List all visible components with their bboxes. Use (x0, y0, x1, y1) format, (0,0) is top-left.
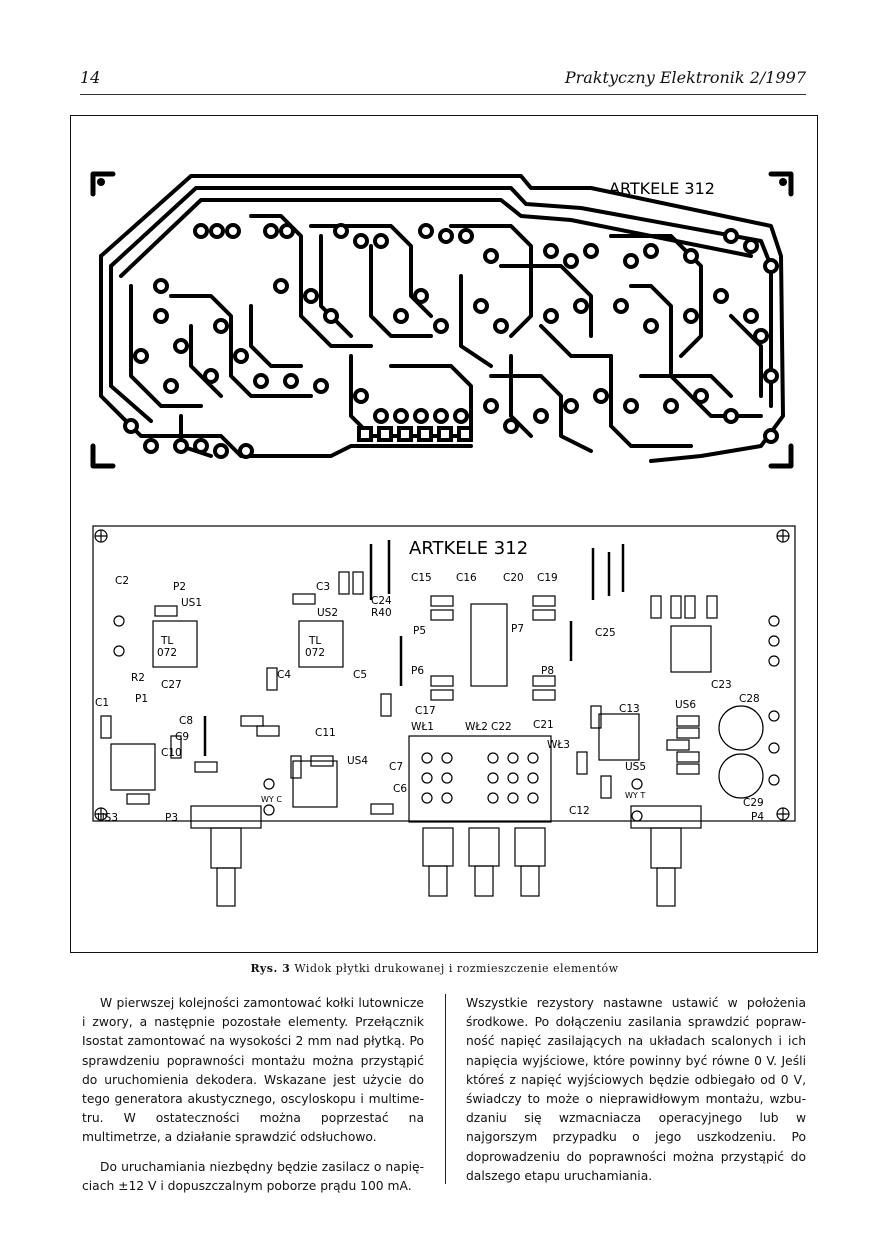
svg-text:P1: P1 (135, 693, 148, 705)
svg-text:C1: C1 (95, 697, 109, 709)
svg-text:C23: C23 (711, 679, 732, 691)
svg-text:C16: C16 (456, 572, 477, 584)
column-divider (445, 994, 446, 1184)
left-paragraph-2: Do uruchamiania niezbędny będzie zasilac… (82, 1159, 424, 1193)
svg-text:C3: C3 (316, 581, 330, 593)
svg-text:US4: US4 (347, 755, 368, 767)
svg-text:072: 072 (157, 647, 177, 659)
svg-text:US6: US6 (675, 699, 696, 711)
svg-text:C10: C10 (161, 747, 182, 759)
svg-text:P5: P5 (413, 625, 426, 637)
svg-text:TL: TL (160, 635, 173, 647)
svg-text:C28: C28 (739, 693, 760, 705)
pcb-label: ARTKELE 312 (609, 179, 715, 198)
pcb-pads (123, 223, 779, 459)
svg-text:C21: C21 (533, 719, 554, 731)
svg-text:WŁ1: WŁ1 (411, 721, 434, 733)
svg-text:C29: C29 (743, 797, 764, 809)
svg-text:C12: C12 (569, 805, 590, 817)
left-column: W pierwszej kolejności zamontować kołki … (82, 994, 424, 1206)
svg-text:US2: US2 (317, 607, 338, 619)
page-header: 14 Praktyczny Elektronik 2/1997 (80, 68, 806, 95)
right-paragraph-1: Wszystkie rezystory nastawne ustawić w p… (466, 996, 806, 1183)
svg-text:WY T: WY T (625, 791, 645, 800)
svg-text:P3: P3 (165, 812, 178, 824)
svg-text:WŁ2: WŁ2 (465, 721, 488, 733)
svg-text:C24: C24 (371, 595, 392, 607)
svg-text:US1: US1 (181, 597, 202, 609)
svg-text:C27: C27 (161, 679, 182, 691)
page-number: 14 (80, 68, 101, 87)
caption-label: Rys. 3 (250, 962, 291, 975)
figure-caption: Rys. 3 Widok płytki drukowanej i rozmies… (0, 962, 869, 975)
svg-text:C8: C8 (179, 715, 193, 727)
svg-text:C2: C2 (115, 575, 129, 587)
journal-title: Praktyczny Elektronik 2/1997 (564, 68, 806, 87)
svg-text:C7: C7 (389, 761, 403, 773)
svg-text:C6: C6 (393, 783, 407, 795)
svg-text:072: 072 (305, 647, 325, 659)
svg-text:P6: P6 (411, 665, 424, 677)
svg-text:C4: C4 (277, 669, 291, 681)
svg-text:US3: US3 (97, 812, 118, 824)
layout-label: ARTKELE 312 (409, 538, 528, 559)
svg-text:WŁ3: WŁ3 (547, 739, 570, 751)
svg-text:C22: C22 (491, 721, 512, 733)
svg-text:WY C: WY C (261, 795, 282, 804)
r40-label: R40 (371, 607, 392, 619)
svg-text:P2: P2 (173, 581, 186, 593)
right-column: Wszystkie rezystory nastawne ustawić w p… (466, 994, 806, 1196)
svg-text:P4: P4 (751, 811, 764, 823)
figure-frame: ARTKELE 312 (70, 115, 818, 953)
svg-text:C19: C19 (537, 572, 558, 584)
svg-text:C13: C13 (619, 703, 640, 715)
switch-holes (421, 752, 539, 804)
svg-text:TL: TL (308, 635, 321, 647)
svg-text:US5: US5 (625, 761, 646, 773)
svg-text:C5: C5 (353, 669, 367, 681)
svg-text:P8: P8 (541, 665, 554, 677)
caption-text: Widok płytki drukowanej i rozmieszczenie… (294, 962, 619, 975)
left-paragraph-1: W pierwszej kolejności zamontować kołki … (82, 996, 424, 1145)
svg-text:C11: C11 (315, 727, 336, 739)
svg-text:C17: C17 (415, 705, 436, 717)
figure-drawing: ARTKELE 312 (90, 171, 796, 907)
svg-text:C20: C20 (503, 572, 524, 584)
svg-text:C15: C15 (411, 572, 432, 584)
svg-text:C9: C9 (175, 731, 189, 743)
svg-text:R2: R2 (131, 672, 145, 684)
svg-text:C25: C25 (595, 627, 616, 639)
svg-text:P7: P7 (511, 623, 524, 635)
component-layout (92, 525, 796, 907)
